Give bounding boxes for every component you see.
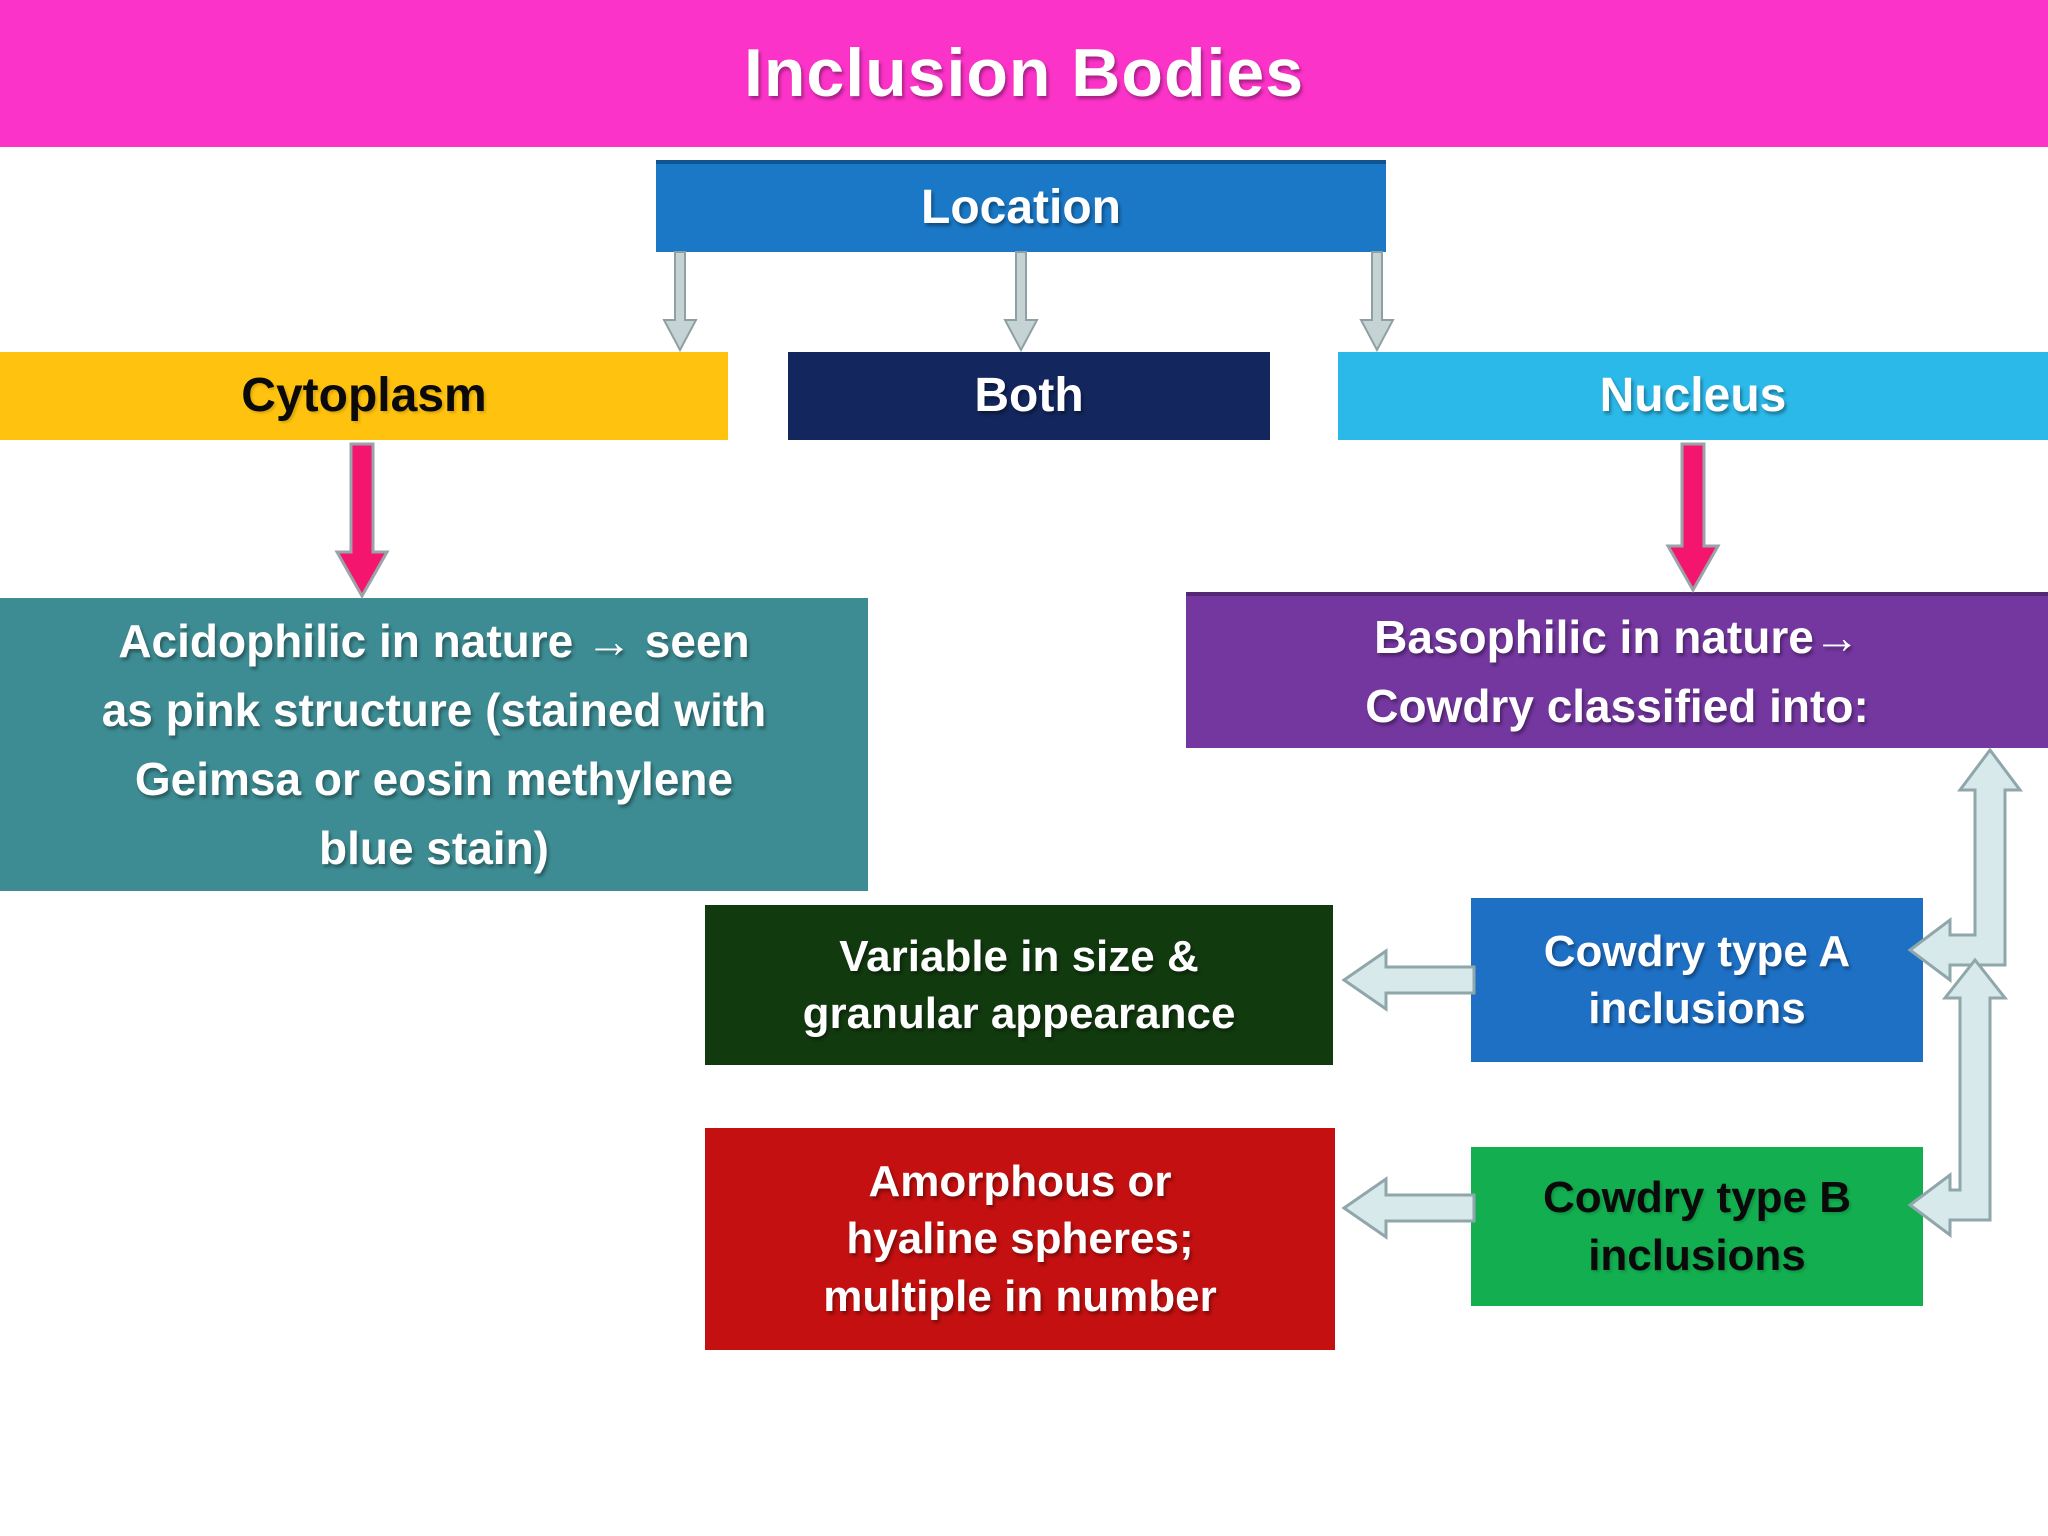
node-acidophilic-description: Acidophilic in nature → seen as pink str…: [0, 598, 868, 891]
location-to-both-arrow: [1003, 251, 1039, 353]
node-basophilic-description: Basophilic in nature→ Cowdry classified …: [1186, 592, 2048, 748]
node-cowdry-type-b: Cowdry type B inclusions: [1471, 1147, 1923, 1306]
cowdry-a-to-basophilic-bent-arrow: [1907, 747, 2023, 983]
cowdry-b-to-description-arrow: [1341, 1176, 1476, 1240]
nucleus-to-basophilic-arrow: [1665, 442, 1721, 594]
cytoplasm-to-acidophilic-arrow: [334, 442, 390, 600]
node-nucleus-label: Nucleus: [1599, 368, 1787, 422]
title-banner: Inclusion Bodies: [0, 0, 2048, 147]
node-cowdry-type-b-label: Cowdry type B inclusions: [1542, 1173, 1852, 1280]
node-nucleus: Nucleus: [1338, 352, 2048, 440]
node-cytoplasm: Cytoplasm: [0, 352, 728, 440]
node-cowdry-b-description-text: Amorphous or hyaline spheres; multiple i…: [823, 1157, 1217, 1321]
node-cowdry-type-a-label: Cowdry type A inclusions: [1543, 926, 1851, 1033]
location-to-cytoplasm-arrow: [662, 251, 698, 353]
node-cytoplasm-label: Cytoplasm: [241, 368, 487, 422]
node-cowdry-a-description: Variable in size & granular appearance: [705, 905, 1333, 1065]
node-location: Location: [656, 160, 1386, 252]
node-both-label: Both: [974, 368, 1084, 422]
page-title: Inclusion Bodies: [743, 35, 1305, 112]
node-location-label: Location: [921, 180, 1121, 234]
node-cowdry-a-description-text: Variable in size & granular appearance: [802, 931, 1236, 1038]
location-to-nucleus-arrow: [1359, 251, 1395, 353]
cowdry-b-to-basophilic-bent-arrow: [1907, 957, 2009, 1238]
node-cowdry-type-a: Cowdry type A inclusions: [1471, 898, 1923, 1062]
node-basophilic-text: Basophilic in nature→ Cowdry classified …: [1365, 611, 1869, 732]
node-both: Both: [788, 352, 1270, 440]
cowdry-a-to-description-arrow: [1341, 948, 1476, 1012]
node-acidophilic-text: Acidophilic in nature → seen as pink str…: [101, 614, 767, 874]
node-cowdry-b-description: Amorphous or hyaline spheres; multiple i…: [705, 1128, 1335, 1350]
